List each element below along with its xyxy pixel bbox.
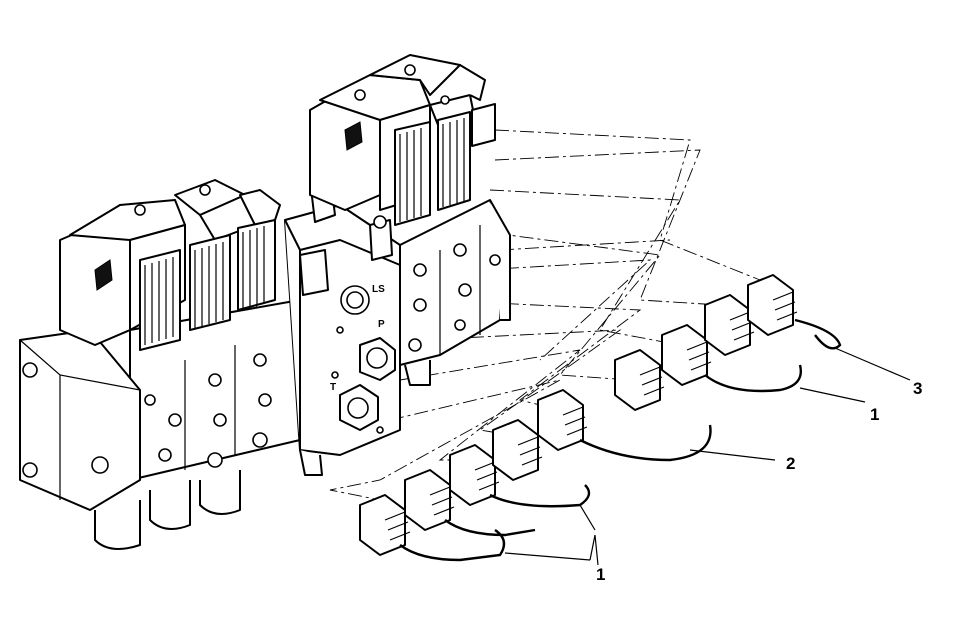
connector-1	[359, 494, 506, 562]
inlet-section: LS P T	[284, 171, 401, 476]
connector-6	[614, 349, 665, 411]
port-label-ls: LS	[372, 284, 385, 295]
left-valve-bank	[19, 179, 301, 550]
callout-leaders	[504, 347, 911, 566]
callout-1-right: 1	[870, 405, 879, 424]
connector-8	[704, 294, 755, 356]
callout-3: 3	[913, 379, 922, 398]
callout-2: 2	[786, 454, 795, 473]
callout-1-bottom: 1	[596, 565, 605, 584]
right-valve-bank	[309, 54, 511, 386]
connector-3	[449, 444, 591, 508]
port-label-p: P	[378, 319, 385, 330]
connector-2	[404, 469, 536, 537]
port-label-t: T	[330, 382, 336, 393]
connector-9	[747, 274, 842, 350]
connector-4	[492, 419, 543, 481]
connector-5	[537, 389, 712, 462]
connector-7	[661, 324, 802, 393]
connector-cables	[359, 274, 842, 562]
